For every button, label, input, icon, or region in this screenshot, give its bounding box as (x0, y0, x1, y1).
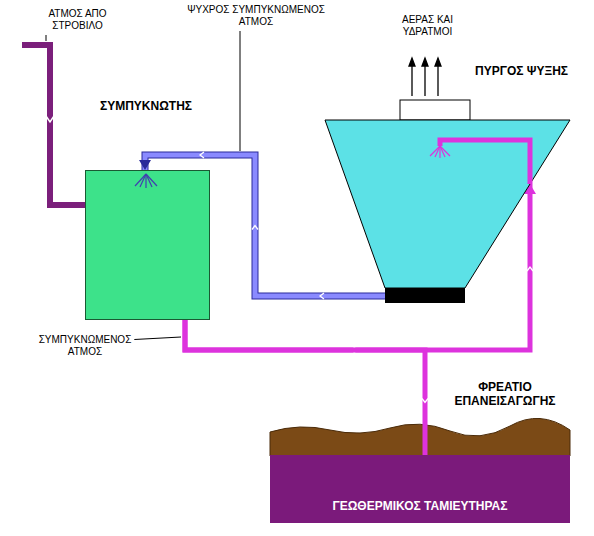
node-title: ΠΥΡΓΟΣ ΨΥΞΗΣ (475, 64, 568, 78)
flow-arrow (320, 293, 324, 299)
callout-label: ΑΤΜΟΣ ΑΠΟ ΣΤΡΟΒΙΛΟ (25, 8, 130, 32)
node-title: ΣΥΜΠΥΚΝΩΤΗΣ (100, 99, 192, 113)
leader-line (240, 31, 241, 151)
ground-layer (270, 418, 570, 456)
callout-label: ΦΡΕΑΤΙΟ ΕΠΑΝΕΙΣΑΓΩΓΗΣ (440, 380, 570, 409)
cooling-tower: ΠΥΡΓΟΣ ΨΥΞΗΣ (325, 100, 570, 305)
reinjection-pipe (185, 320, 428, 455)
flow-arrow (46, 116, 54, 122)
arrow-head (139, 160, 151, 170)
tower-outline (325, 100, 570, 305)
spray-nozzle (86, 171, 211, 321)
pipe (185, 320, 425, 455)
condenser-box: ΣΥΜΠΥΚΝΩΤΗΣ (85, 170, 210, 320)
turbine-steam-pipe (22, 45, 85, 205)
leader-line (134, 337, 181, 340)
flow-arrow (527, 267, 533, 271)
callout-label: ΣΥΜΠΥΚΝΩΜΕΝΟΣ ΑΤΜΟΣ (35, 334, 135, 358)
callout-label: ΑΕΡΑΣ ΚΑΙ ΥΔΡΑΤΜΟΙ (385, 14, 470, 38)
node-title: ΓΕΩΘΕΡΜΙΚΟΣ ΤΑΜΙΕΥΤΗΡΑΣ (333, 499, 508, 513)
callout-label: ΨΥΧΡΟΣ ΣΥΜΠΥΚΝΩΜΕΝΟΣ ΑΤΜΟΣ (186, 4, 326, 28)
flow-arrow (252, 226, 258, 230)
flow-arrow (200, 152, 204, 158)
air-arrows (409, 58, 441, 96)
geothermal-reservoir: ΓΕΩΘΕΡΜΙΚΟΣ ΤΑΜΙΕΥΤΗΡΑΣ (270, 455, 570, 523)
flow-arrow (422, 399, 428, 403)
leader-line (46, 35, 47, 41)
